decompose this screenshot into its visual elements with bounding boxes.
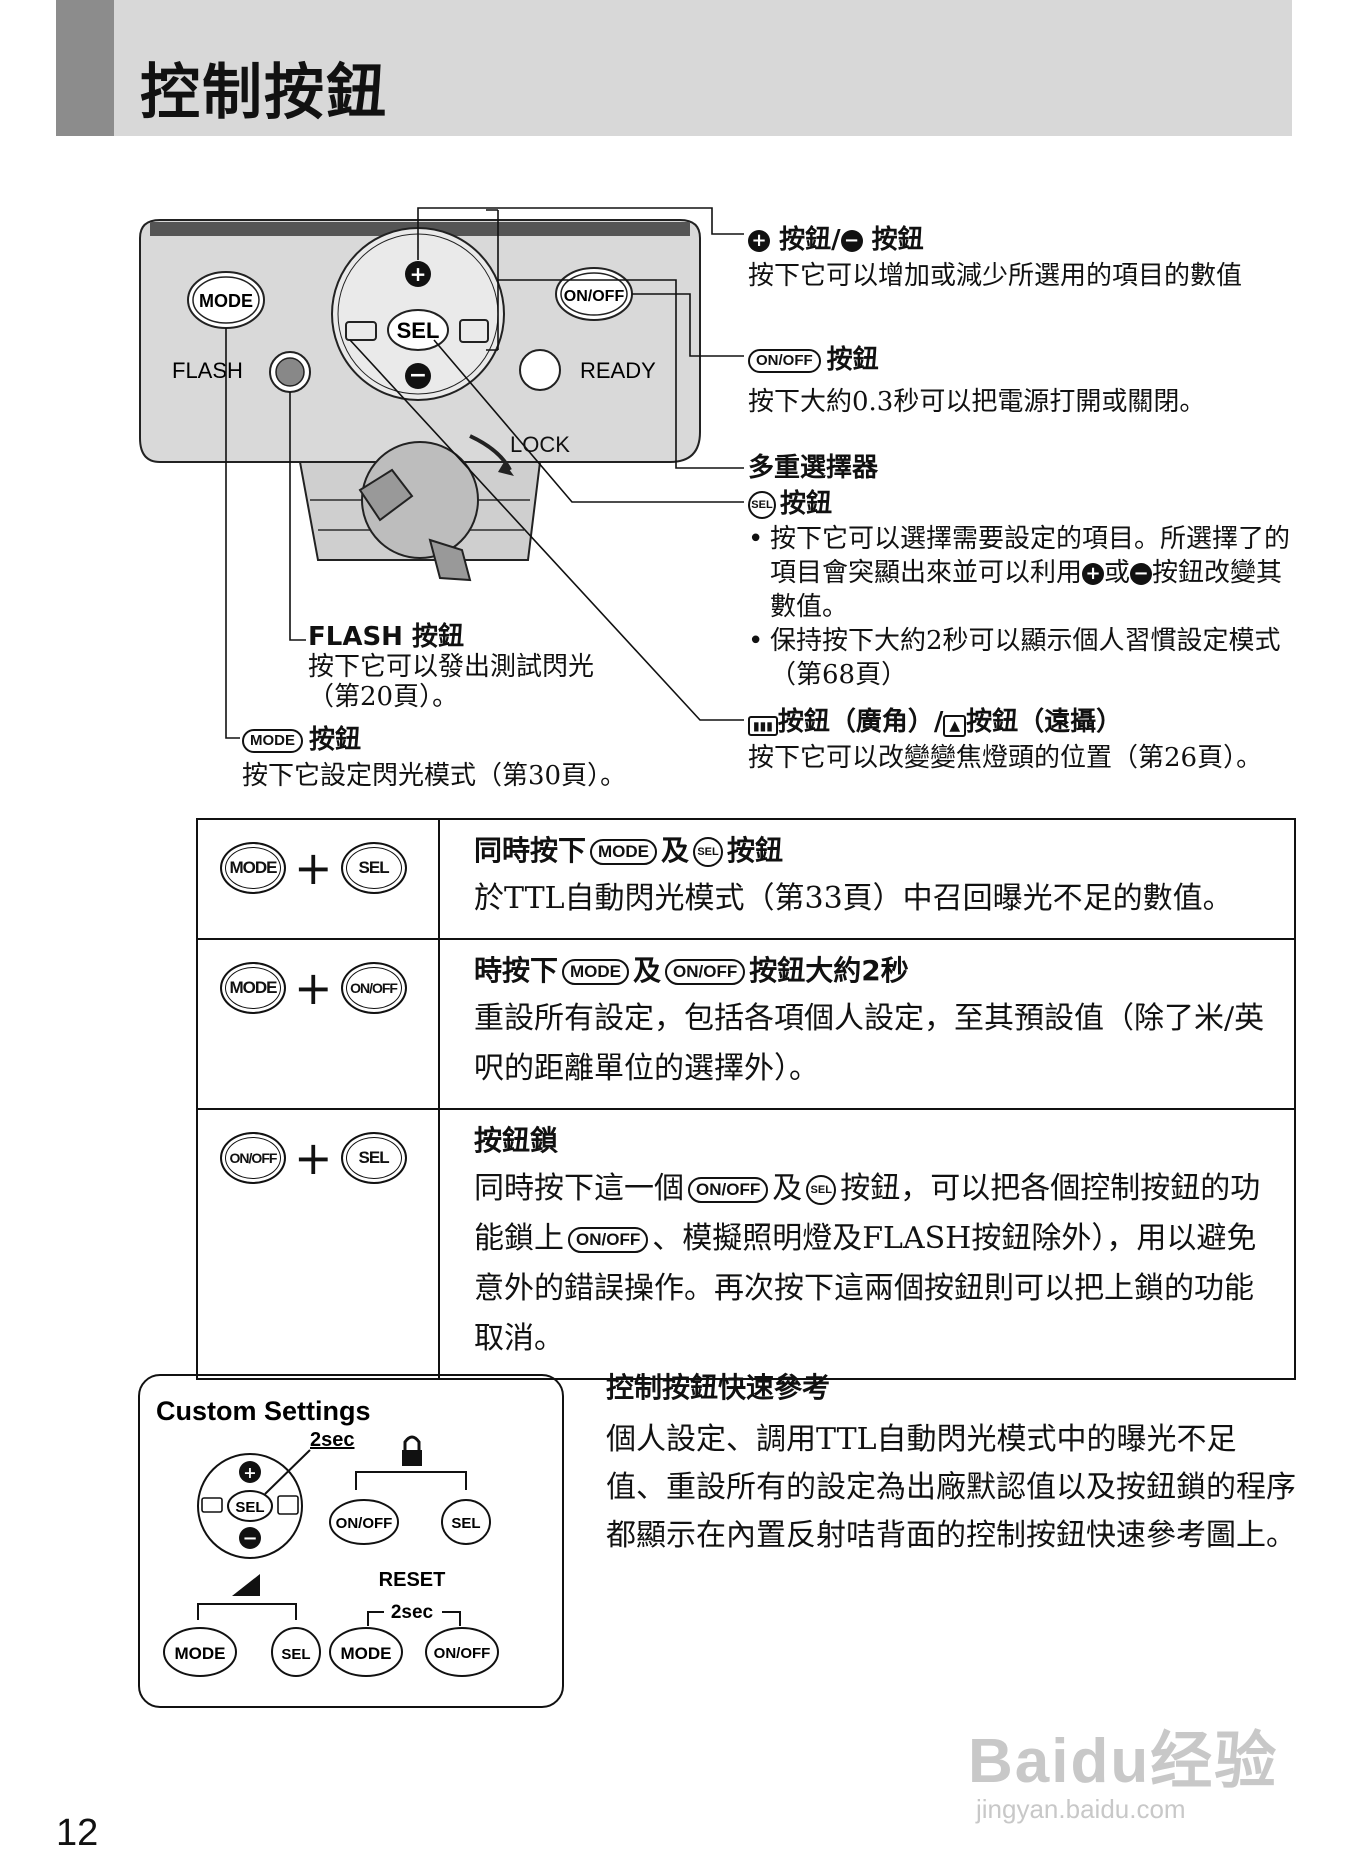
- mode-button-icon: MODE: [220, 842, 286, 894]
- on-off-button-label: ON/OFF: [564, 288, 625, 305]
- row-description: 重設所有設定，包括各項個人設定，至其預設值（除了米/英呎的距離單位的選擇外）。: [474, 1001, 1265, 1086]
- lock-icon: [402, 1450, 422, 1466]
- plus-sign: +: [294, 1131, 333, 1185]
- title-band-accent: [56, 0, 114, 136]
- minus-icon: −: [840, 229, 863, 252]
- svg-text:ON/OFF: ON/OFF: [336, 1515, 393, 1532]
- svg-text:+: +: [410, 262, 427, 286]
- lock-label: LOCK: [510, 432, 570, 457]
- mode-icon: MODE: [242, 728, 303, 753]
- tele-zoom-icon: ▲: [943, 715, 967, 737]
- svg-text:SEL: SEL: [451, 1515, 480, 1532]
- on-off-button-icon: ON/OFF: [340, 962, 407, 1014]
- watermark-brand: Baidu经验: [968, 1727, 1279, 1796]
- svg-text:ON/OFF: ON/OFF: [434, 1645, 491, 1662]
- row-title: 按鈕鎖: [474, 1124, 559, 1157]
- multi-selector-callout: 多重選擇器: [748, 453, 879, 483]
- on-off-icon: ON/OFF: [748, 348, 821, 373]
- flash-callout: FLASH 按鈕 按下它可以發出測試閃光 （第20頁）。: [308, 622, 595, 712]
- watermark: Baidu经验 jingyan.baidu.com: [968, 1710, 1278, 1825]
- plus-icon: +: [748, 229, 770, 252]
- sel-button-icon: SEL: [340, 842, 407, 894]
- plus-sign: +: [294, 841, 333, 895]
- quick-reference-heading: 控制按鈕快速參考: [606, 1371, 831, 1404]
- reset-two-sec-label: 2sec: [391, 1602, 434, 1623]
- watermark-url: jingyan.baidu.com: [976, 1794, 1186, 1824]
- svg-text:−: −: [242, 1528, 257, 1549]
- page-number: 12: [56, 1812, 99, 1854]
- page-title: 控制按鈕: [140, 58, 388, 128]
- zoom-callout: ▮▮▮按鈕（廣角）/▲按鈕（遠攝） 按下它可以改變變焦燈頭的位置（第26頁）。: [748, 707, 1263, 773]
- quick-reference-diagram: Custom Settings 2sec + − SEL ON/OFF SEL …: [156, 1396, 499, 1677]
- on-off-button-icon: ON/OFF: [220, 1132, 286, 1184]
- row-description: 於TTL自動閃光模式（第33頁）中召回曝光不足的數值。: [474, 881, 1233, 916]
- quick-reference-panel: Custom Settings 2sec + − SEL ON/OFF SEL …: [138, 1374, 564, 1708]
- quick-reference-body: 個人設定、調用TTL自動閃光模式中的曝光不足值、重設所有的設定為出廠默認值以及按…: [606, 1422, 1296, 1553]
- svg-text:MODE: MODE: [175, 1644, 226, 1663]
- svg-text:−: −: [409, 363, 427, 388]
- exposure-compensation-icon: [232, 1574, 260, 1596]
- mode-button-label: MODE: [199, 291, 253, 311]
- reset-label: RESET: [379, 1569, 446, 1591]
- svg-text:SEL: SEL: [281, 1646, 310, 1663]
- ready-label: READY: [580, 358, 656, 383]
- svg-text:MODE: MODE: [341, 1644, 392, 1663]
- title-band: [56, 0, 1292, 136]
- plus-sign: +: [294, 961, 333, 1015]
- flash-control-diagram: LOCK MODE FLASH + − SEL ON/OFF READY: [139, 207, 744, 739]
- svg-text:+: +: [243, 1463, 256, 1482]
- mode-button-icon: MODE: [220, 962, 286, 1014]
- plus-icon: +: [1082, 563, 1105, 585]
- sel-button-label: SEL: [397, 318, 440, 343]
- wide-zoom-icon: ▮▮▮: [748, 716, 778, 736]
- sel-icon: SEL: [748, 490, 776, 519]
- minus-icon: −: [1130, 563, 1153, 585]
- plus-minus-callout: + 按鈕/− 按鈕 按下它可以增加或減少所選用的項目的數值: [748, 225, 1243, 291]
- flash-label: FLASH: [172, 358, 243, 383]
- sel-button-icon: SEL: [340, 1132, 407, 1184]
- custom-settings-title: Custom Settings: [156, 1396, 371, 1426]
- svg-text:SEL: SEL: [235, 1499, 264, 1516]
- two-sec-label: 2sec: [310, 1429, 355, 1451]
